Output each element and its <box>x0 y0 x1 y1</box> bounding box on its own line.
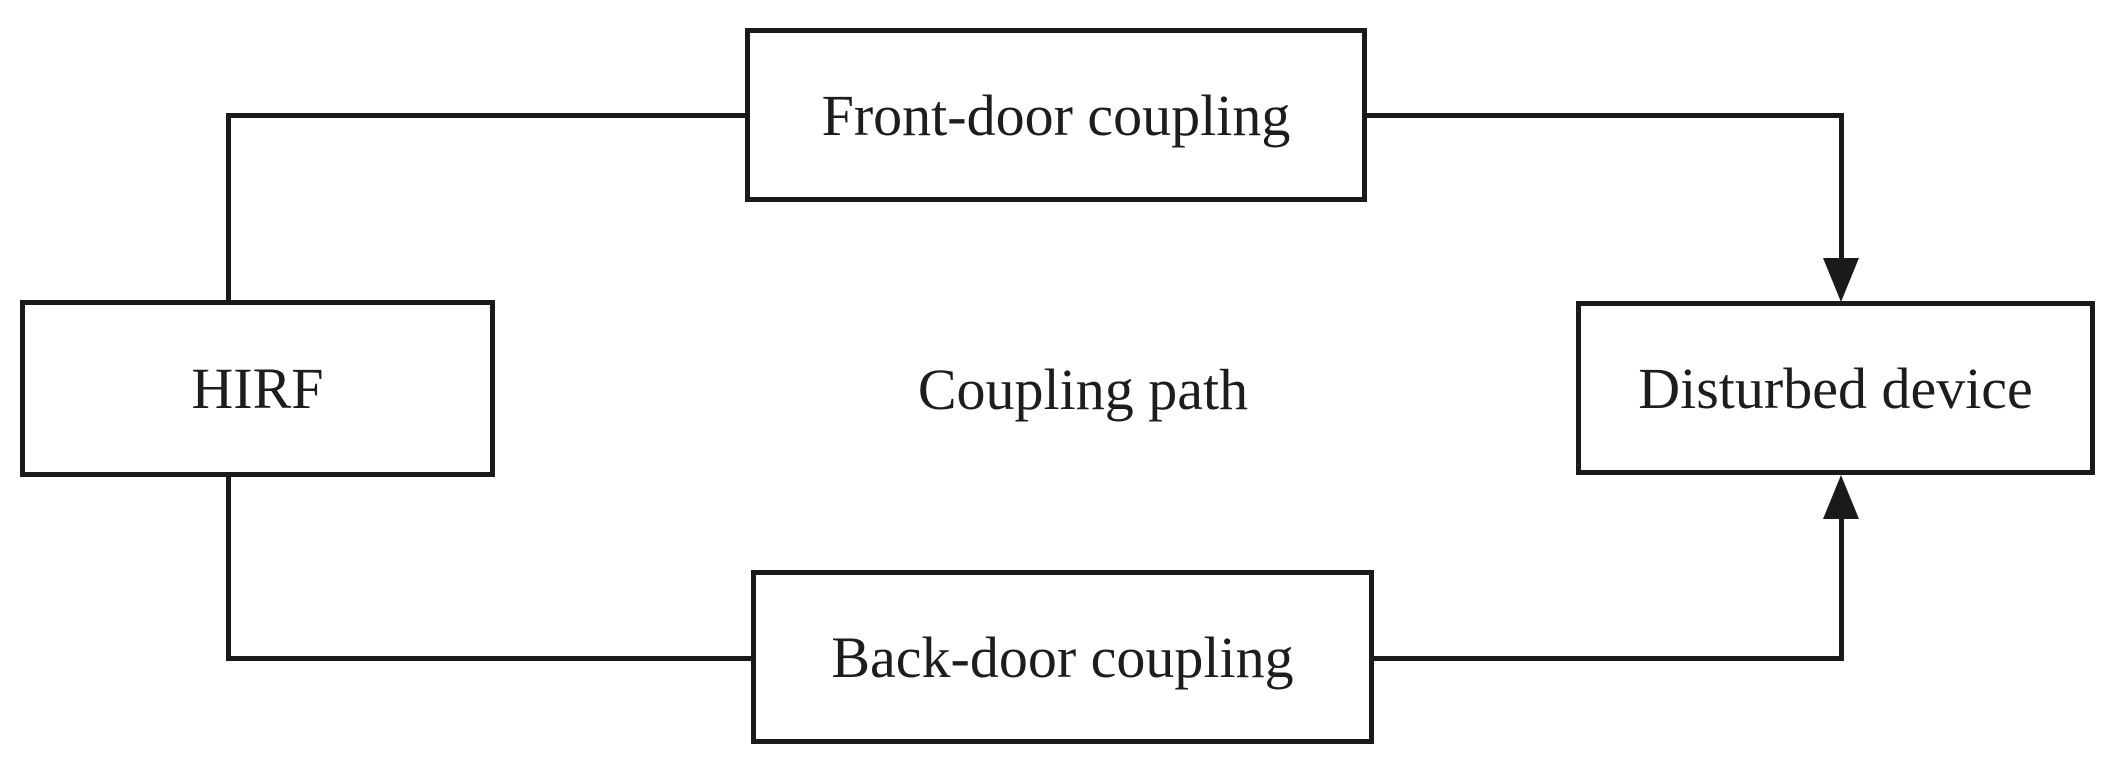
arrow-down-icon <box>1823 258 1859 302</box>
connector-hirf-backdoor-horizontal <box>226 656 756 661</box>
node-front-door-coupling: Front-door coupling <box>745 28 1367 202</box>
node-disturbed-device-label: Disturbed device <box>1638 355 2033 421</box>
connector-hirf-frontdoor-vertical <box>226 113 231 305</box>
arrow-up-icon <box>1823 475 1859 519</box>
node-hirf: HIRF <box>20 300 495 477</box>
connector-frontdoor-disturbed-horizontal <box>1367 113 1841 118</box>
node-front-door-coupling-label: Front-door coupling <box>821 82 1291 148</box>
node-back-door-coupling: Back-door coupling <box>751 570 1374 744</box>
connector-backdoor-disturbed-horizontal <box>1374 656 1841 661</box>
node-back-door-coupling-label: Back-door coupling <box>831 624 1294 690</box>
connector-hirf-frontdoor-horizontal <box>226 113 750 118</box>
connector-hirf-backdoor-vertical <box>226 475 231 660</box>
node-disturbed-device: Disturbed device <box>1576 301 2095 475</box>
node-hirf-label: HIRF <box>191 356 324 421</box>
connector-frontdoor-disturbed-vertical <box>1839 113 1844 263</box>
connector-backdoor-disturbed-vertical <box>1839 517 1844 661</box>
label-coupling-path: Coupling path <box>917 357 1249 422</box>
